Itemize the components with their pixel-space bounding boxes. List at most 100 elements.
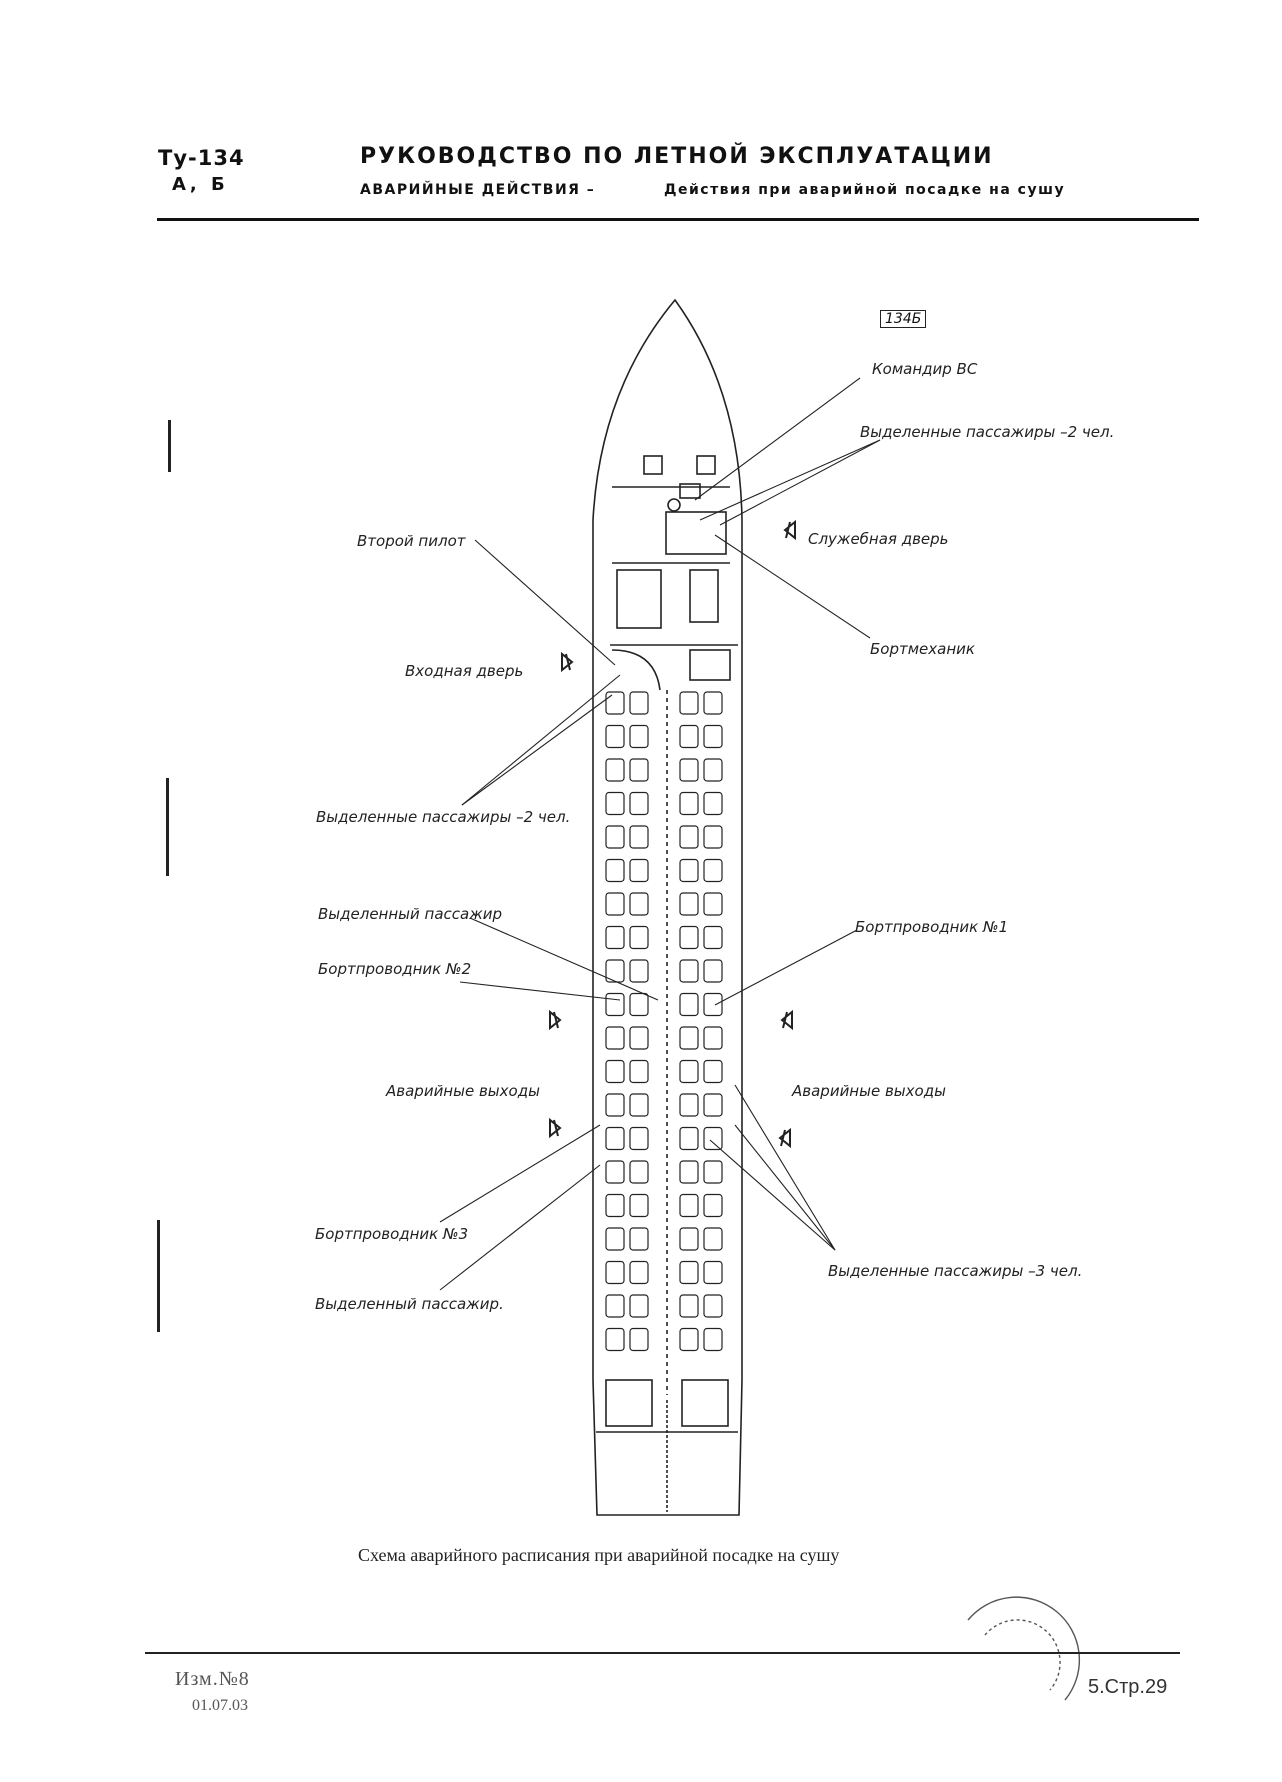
leader-line [719,439,881,526]
passenger-seat [605,892,625,916]
passenger-seat [679,1160,699,1184]
passenger-seat [605,1294,625,1318]
passenger-seat [703,992,723,1017]
revision-bar [168,420,171,472]
passenger-seat [605,1093,625,1117]
passenger-seat [629,959,649,983]
revision-bar [157,1220,160,1332]
aircraft-variant: А, Б [172,174,229,195]
exit-arrow-icon [783,519,796,541]
cockpit-seat [696,455,716,475]
galley-block [689,569,719,623]
passenger-seat [629,1327,649,1352]
passenger-seat [703,892,723,916]
label-attendant-2: Бортпроводник №2 [318,960,472,978]
leader-line [474,539,616,666]
label-emergency-exits-right: Аварийные выходы [792,1082,946,1100]
passenger-seat [703,858,723,883]
revision-date: 01.07.03 [192,1697,248,1714]
passenger-seat [629,1260,649,1285]
passenger-seat [679,1193,699,1218]
leader-line [439,1124,601,1223]
label-service-door: Служебная дверь [808,530,949,548]
passenger-seat [679,1026,699,1050]
passenger-seat [703,825,723,849]
fuselage-outline [592,298,743,1516]
passenger-seat [679,724,699,749]
passenger-seat [629,691,649,715]
front-seat-row [689,649,731,681]
passenger-seat [605,925,625,950]
passenger-seat [629,858,649,883]
cockpit-seat [643,455,663,475]
passenger-seat [703,1327,723,1352]
exit-arrow-icon [778,1127,791,1149]
passenger-seat [679,825,699,849]
passenger-seat [703,1059,723,1084]
subsection-title: Действия при аварийной посадке на сушу [664,182,1066,198]
passenger-seat [605,1126,625,1151]
passenger-seat [629,1093,649,1117]
passenger-seat [629,758,649,782]
passenger-seat [605,858,625,883]
passenger-seat [605,959,625,983]
passenger-seat [703,691,723,715]
door-swing [611,649,661,691]
passenger-seat [629,1160,649,1184]
passenger-seat [679,791,699,816]
lavatory-left [605,1379,653,1427]
passenger-seat [679,1126,699,1151]
passenger-seat [703,1160,723,1184]
label-commander: Командир ВС [872,360,978,378]
passenger-seat [703,724,723,749]
passenger-seat [605,825,625,849]
label-attendant-1: Бортпроводник №1 [855,918,1009,936]
passenger-seat [679,858,699,883]
leader-line [459,981,621,1001]
passenger-seat [679,1059,699,1084]
leader-line [734,1084,836,1251]
passenger-seat [679,1327,699,1352]
passenger-seat [679,691,699,715]
galley-block [616,569,662,629]
passenger-seat [679,1093,699,1117]
label-selected-passengers-left: Выделенные пассажиры –2 чел. [316,808,571,826]
passenger-seat [703,791,723,816]
passenger-seat [703,925,723,950]
passenger-seat [703,1227,723,1251]
page-number: 5.Стр.29 [1088,1676,1168,1698]
passenger-seat [679,892,699,916]
passenger-seat [605,791,625,816]
section-title: АВАРИЙНЫЕ ДЕЙСТВИЯ – [360,182,596,198]
passenger-seat [605,1193,625,1218]
exit-arrow-icon [780,1009,793,1031]
exit-arrow-icon [549,1009,562,1031]
label-emergency-exits-left: Аварийные выходы [386,1082,540,1100]
leader-line [469,917,659,1001]
passenger-seat [629,791,649,816]
passenger-seat [605,1160,625,1184]
leader-line [461,674,621,806]
passenger-seat [703,758,723,782]
label-selected-passenger-mid: Выделенный пассажир [318,905,502,923]
leader-line [714,929,858,1006]
passenger-seat [679,959,699,983]
footer-rule [145,1652,1180,1654]
label-selected-passenger-low: Выделенный пассажир. [315,1295,504,1313]
passenger-seat [679,925,699,950]
revision-bar [166,778,169,876]
passenger-seat [605,724,625,749]
passenger-seat [703,1026,723,1050]
leader-line [694,377,861,501]
leader-line [734,1124,836,1251]
passenger-seat [605,758,625,782]
passenger-seat [629,1193,649,1218]
label-attendant-3: Бортпроводник №3 [315,1225,469,1243]
passenger-seat [629,892,649,916]
passenger-seat [605,1059,625,1084]
passenger-seat [703,1126,723,1151]
figure-number: 134Б [880,310,927,328]
figure-caption: Схема аварийного расписания при аварийно… [358,1545,840,1565]
leader-line [699,439,881,521]
passenger-seat [679,1294,699,1318]
